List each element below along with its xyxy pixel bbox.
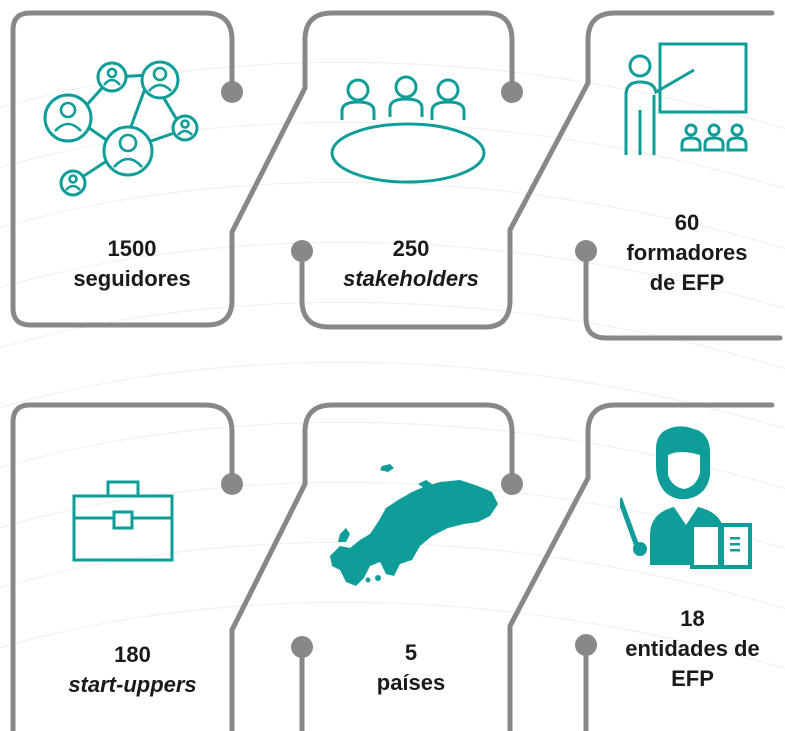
stat-trainers: 60 formadores de EFP (597, 208, 777, 298)
stat-number: 18 (680, 606, 705, 631)
connector-dot (501, 81, 523, 103)
stat-number: 1500 (107, 236, 157, 261)
stat-text-line1: entidades de (625, 636, 760, 661)
stat-number: 5 (404, 640, 418, 665)
stat-text: start-uppers (68, 672, 197, 697)
frame-bottom-3 (583, 248, 783, 341)
stat-vet-entities: 18 entidades de EFP (600, 604, 785, 694)
briefcase-icon (72, 480, 174, 562)
connector-dot (291, 636, 313, 658)
stat-countries: 5 países (316, 638, 506, 698)
frame-bottom-1 (10, 10, 515, 328)
stat-text-line2: EFP (671, 666, 714, 691)
stat-followers: 1500 seguidores (42, 234, 222, 294)
connector-dot (221, 473, 243, 495)
stat-number: 60 (674, 210, 700, 235)
stat-text: seguidores (73, 266, 191, 291)
stat-stakeholders: 250 stakeholders (316, 234, 506, 294)
frame-bottom-2 (299, 10, 775, 330)
connector-dot (221, 81, 243, 103)
frame-top-1 (27, 10, 235, 95)
stat-startuppers: 180 start-uppers (40, 640, 225, 700)
connector-dot (575, 240, 597, 262)
stat-number: 250 (392, 236, 430, 261)
stat-number: 180 (114, 642, 151, 667)
network-people-icon (43, 60, 199, 197)
stat-text-line2: de EFP (649, 270, 725, 295)
stat-text-line1: formadores (626, 240, 748, 265)
stat-text: países (376, 670, 446, 695)
frame-top-4 (27, 402, 235, 487)
frame-bottom-4 (10, 402, 515, 731)
teacher-book-icon (620, 426, 752, 569)
connector-dot (501, 473, 523, 495)
stat-text: stakeholders (343, 266, 479, 291)
connector-dot (575, 634, 597, 656)
europe-map-icon (330, 464, 498, 586)
connector-dot (291, 240, 313, 262)
trainer-presentation-icon (624, 42, 748, 155)
frame-bottom-5 (299, 402, 775, 731)
meeting-table-icon (330, 75, 486, 184)
